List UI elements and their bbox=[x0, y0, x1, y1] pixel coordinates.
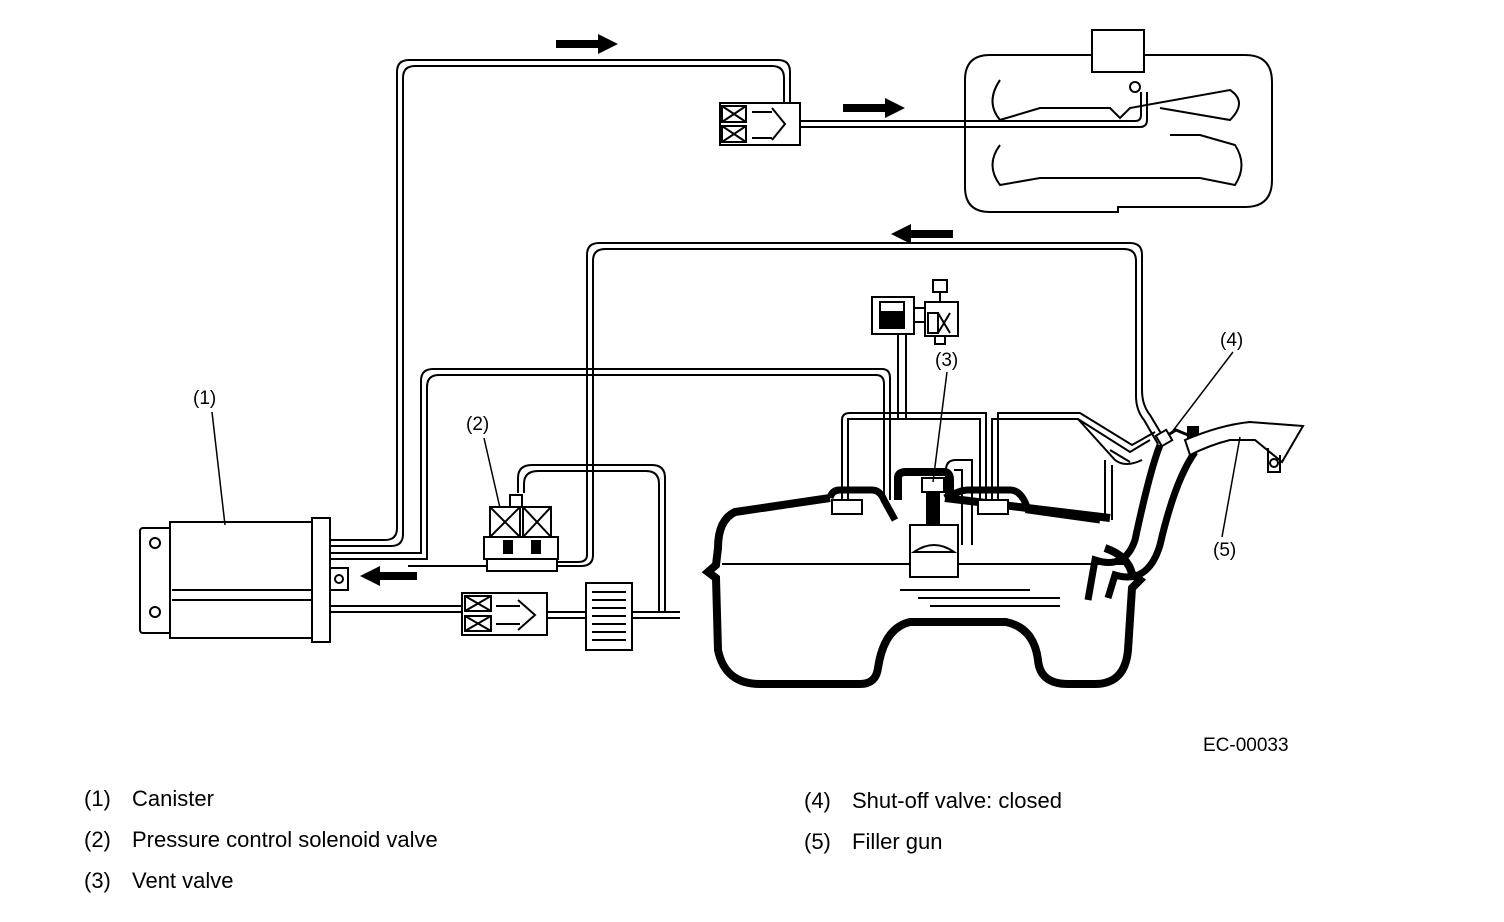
legend-item-canister: (1) Canister bbox=[84, 786, 214, 812]
flow-arrows bbox=[360, 34, 953, 586]
callout-5: (5) bbox=[1213, 540, 1236, 561]
purge-control-valve bbox=[719, 102, 801, 146]
legend-label: Pressure control solenoid valve bbox=[132, 827, 438, 852]
pressure-sensor bbox=[871, 296, 927, 335]
filler-gun bbox=[1183, 420, 1305, 473]
legend-label: Filler gun bbox=[852, 829, 943, 854]
legend-item-shut-off-valve: (4) Shut-off valve: closed bbox=[804, 788, 1062, 814]
vent-line bbox=[330, 334, 907, 560]
drain-valve-and-filter bbox=[330, 582, 680, 651]
callout-2: (2) bbox=[466, 414, 489, 435]
callout-3: (3) bbox=[935, 350, 958, 371]
figure-code: EC-00033 bbox=[1203, 735, 1289, 756]
vent-control-valve bbox=[924, 279, 959, 345]
leader-lines bbox=[211, 351, 1241, 538]
fuel-tank bbox=[701, 486, 1147, 688]
legend-number: (4) bbox=[804, 788, 831, 813]
callout-4: (4) bbox=[1220, 330, 1243, 351]
legend-label: Shut-off valve: closed bbox=[852, 788, 1062, 813]
purge-line bbox=[330, 59, 1148, 547]
legend-label: Vent valve bbox=[132, 868, 234, 893]
legend-item-vent-valve: (3) Vent valve bbox=[84, 868, 234, 894]
legend-number: (5) bbox=[804, 829, 831, 854]
tank-internals bbox=[831, 412, 1156, 520]
evap-system-diagram: (1) (2) (3) (4) (5) bbox=[139, 29, 1305, 688]
engine-intake bbox=[964, 29, 1273, 213]
legend-label: Canister bbox=[132, 786, 214, 811]
return-line bbox=[408, 242, 1166, 567]
legend-item-filler-gun: (5) Filler gun bbox=[804, 829, 942, 855]
pressure-control-solenoid-valve bbox=[483, 464, 666, 612]
canister bbox=[139, 517, 349, 643]
legend-number: (3) bbox=[84, 868, 111, 893]
legend-number: (2) bbox=[84, 827, 111, 852]
vent-valve bbox=[894, 459, 973, 578]
legend-number: (1) bbox=[84, 786, 111, 811]
legend-item-pressure-control-solenoid-valve: (2) Pressure control solenoid valve bbox=[84, 827, 438, 853]
callout-1: (1) bbox=[193, 388, 216, 409]
